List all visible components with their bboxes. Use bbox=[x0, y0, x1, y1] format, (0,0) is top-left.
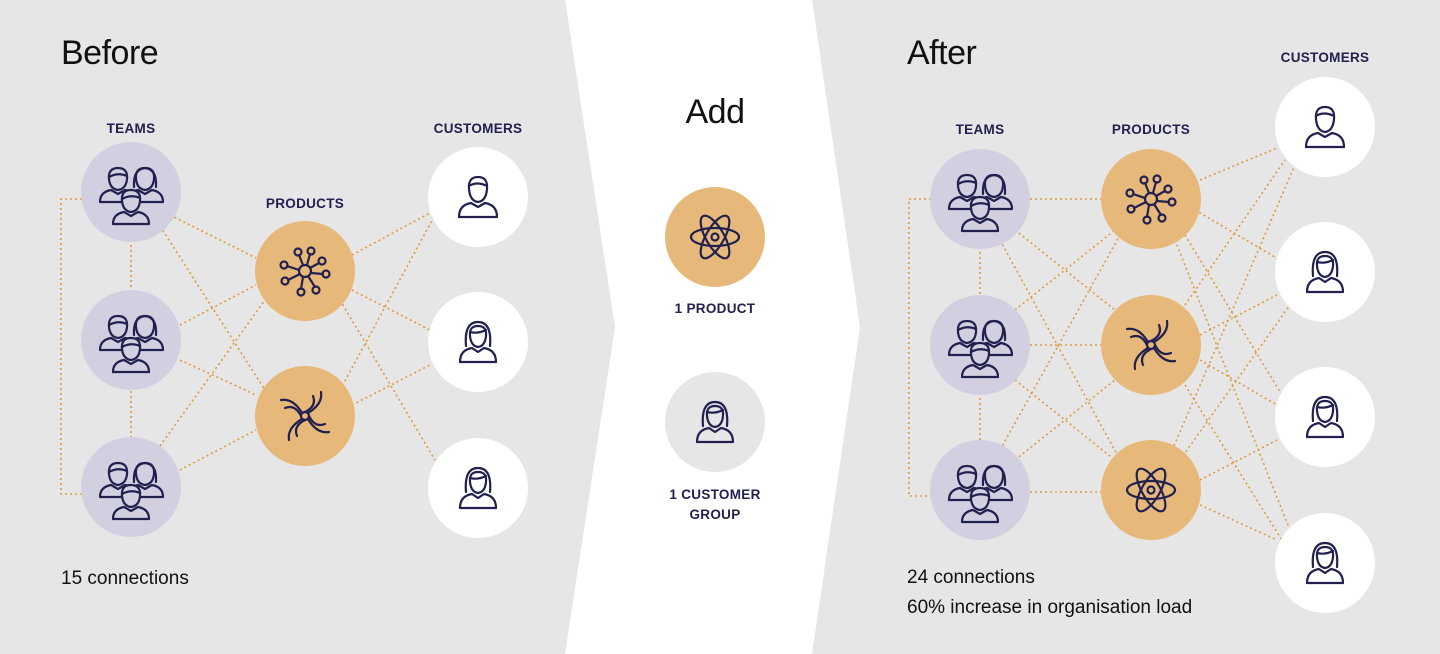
after-customers-label: CUSTOMERS bbox=[1280, 50, 1370, 65]
after-customer-3 bbox=[1275, 367, 1375, 467]
before-customer-3 bbox=[428, 438, 528, 538]
after-products-label: PRODUCTS bbox=[1111, 122, 1191, 137]
add-title: Add bbox=[685, 93, 746, 131]
add-product bbox=[665, 187, 765, 287]
after-footer-line2: 60% increase in organisation load bbox=[907, 597, 1193, 618]
before-teams-label: TEAMS bbox=[106, 121, 156, 136]
before-team-2 bbox=[81, 290, 181, 390]
before-product-1 bbox=[255, 221, 355, 321]
before-customer-2 bbox=[428, 292, 528, 392]
add-customer-label-line2: GROUP bbox=[689, 507, 741, 522]
before-footer: 15 connections bbox=[61, 568, 189, 589]
after-customer-1 bbox=[1275, 77, 1375, 177]
before-customers-label: CUSTOMERS bbox=[433, 121, 523, 136]
add-product-label: 1 PRODUCT bbox=[674, 301, 756, 316]
after-teams-label: TEAMS bbox=[955, 122, 1005, 137]
before-customer-1 bbox=[428, 147, 528, 247]
before-team-3 bbox=[81, 437, 181, 537]
after-product-1 bbox=[1101, 149, 1201, 249]
after-footer-line1: 24 connections bbox=[907, 567, 1035, 588]
add-customer bbox=[665, 372, 765, 472]
after-connectors bbox=[908, 147, 1296, 546]
before-team-1 bbox=[81, 142, 181, 242]
after-team-1 bbox=[930, 149, 1030, 249]
before-connectors bbox=[60, 198, 436, 495]
before-product-2 bbox=[255, 366, 355, 466]
after-customer-4 bbox=[1275, 513, 1375, 613]
after-product-3 bbox=[1101, 440, 1201, 540]
after-team-2 bbox=[930, 295, 1030, 395]
after-customer-2 bbox=[1275, 222, 1375, 322]
before-title: Before bbox=[61, 34, 159, 72]
after-team-3 bbox=[930, 440, 1030, 540]
add-customer-label-line1: 1 CUSTOMER bbox=[669, 487, 761, 502]
before-products-label: PRODUCTS bbox=[265, 196, 345, 211]
after-title: After bbox=[907, 34, 977, 72]
after-product-2 bbox=[1101, 295, 1201, 395]
